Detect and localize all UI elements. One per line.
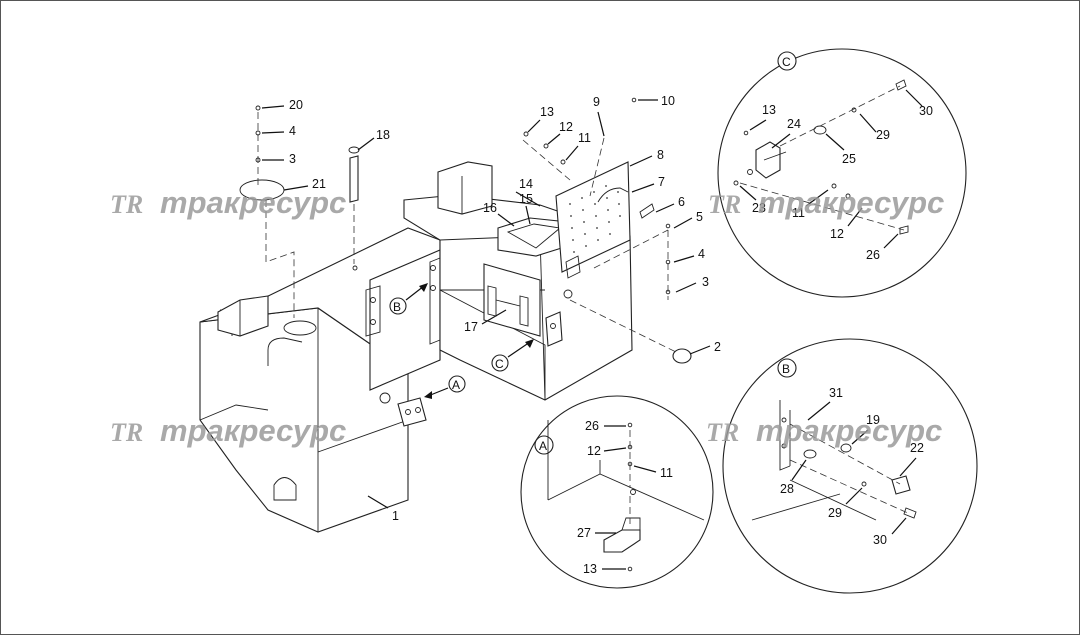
callout: 8 [657, 148, 664, 162]
detail-a-tag: A [539, 439, 547, 453]
callout: 12 [830, 227, 844, 241]
callout: 14 [519, 177, 533, 191]
callout: 29 [828, 506, 842, 520]
callout: 29 [876, 128, 890, 142]
watermarks: TR тракресурс TR тракресурс TR тракресур… [110, 185, 944, 448]
watermark: TR тракресурс [110, 413, 346, 448]
callout: 22 [910, 441, 924, 455]
callout: 30 [873, 533, 887, 547]
callout: 11 [578, 131, 591, 145]
callout: 3 [289, 152, 296, 166]
detail-c: C 13 24 29 30 25 23 11 12 26 [717, 48, 967, 298]
callout: 3 [702, 275, 709, 289]
svg-text:TR: TR [110, 418, 143, 447]
callout: 30 [919, 104, 933, 118]
callout: 13 [762, 103, 776, 117]
callout: 6 [678, 195, 685, 209]
callout: 31 [829, 386, 843, 400]
callout: 7 [658, 175, 665, 189]
detail-b: B 31 19 22 28 29 30 [722, 338, 978, 594]
callout: 10 [661, 94, 675, 108]
watermark: TR тракресурс [706, 413, 942, 448]
callout: 18 [376, 128, 390, 142]
svg-text:тракресурс: тракресурс [160, 185, 346, 220]
callout: 12 [559, 120, 573, 134]
callout: 11 [792, 206, 805, 220]
main-callouts: 1 2 3 4 5 6 7 8 9 10 11 12 13 14 15 16 1… [261, 94, 721, 523]
callout: 12 [587, 444, 601, 458]
view-pointer-b: B [393, 300, 401, 314]
callout: 15 [519, 192, 533, 206]
callout: 28 [780, 482, 794, 496]
detail-a: A 26 12 11 27 13 [520, 395, 714, 589]
callout: 17 [464, 320, 478, 334]
watermark: TR тракресурс [708, 185, 944, 220]
svg-text:тракресурс: тракресурс [160, 413, 346, 448]
callout: 11 [660, 466, 673, 480]
svg-text:тракресурс: тракресурс [758, 185, 944, 220]
callout: 19 [866, 413, 880, 427]
callout: 5 [696, 210, 703, 224]
svg-text:TR: TR [708, 190, 741, 219]
callout: 26 [866, 248, 880, 262]
callout: 21 [312, 177, 326, 191]
view-pointers: A B C [389, 283, 534, 399]
callout: 26 [585, 419, 599, 433]
view-pointer-c: C [495, 357, 504, 371]
callout: 13 [583, 562, 597, 576]
svg-text:тракресурс: тракресурс [756, 413, 942, 448]
callout: 2 [714, 340, 721, 354]
callout: 1 [392, 509, 399, 523]
main-dashed-lines [257, 112, 677, 353]
callout: 13 [540, 105, 554, 119]
svg-text:TR: TR [706, 418, 739, 447]
callout: 23 [752, 201, 766, 215]
callout: 16 [483, 201, 497, 215]
callout: 9 [593, 95, 600, 109]
svg-text:TR: TR [110, 190, 143, 219]
callout: 20 [289, 98, 303, 112]
watermark: TR тракресурс [110, 185, 346, 220]
callout: 4 [289, 124, 296, 138]
detail-b-tag: B [782, 362, 790, 376]
callout: 27 [577, 526, 591, 540]
main-assembly [199, 97, 692, 533]
view-pointer-a: A [452, 378, 460, 392]
callout: 4 [698, 247, 705, 261]
detail-c-tag: C [782, 55, 791, 69]
callout: 24 [787, 117, 801, 131]
callout: 25 [842, 152, 856, 166]
